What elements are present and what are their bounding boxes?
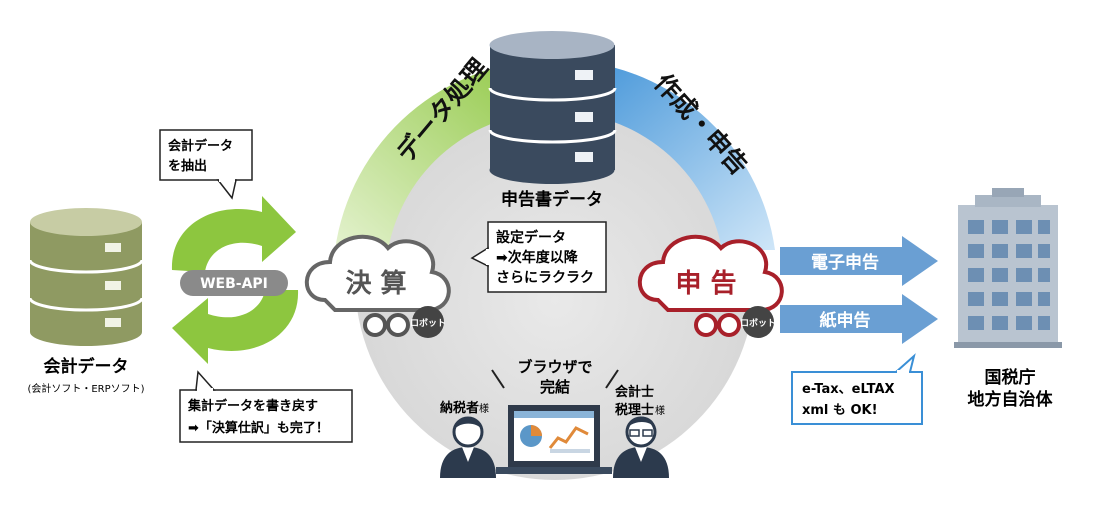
- ray-right: [605, 369, 619, 389]
- filing-robot-icon: ロボット 申 告: [637, 234, 784, 338]
- etax-line-1: e-Tax、eLTAX: [802, 382, 895, 397]
- web-api-label: WEB-API: [200, 276, 268, 292]
- closing-robot-badge: ロボット: [410, 317, 446, 329]
- building-caption-2: 地方自治体: [968, 389, 1054, 410]
- browser-line-1: ブラウザで: [517, 358, 592, 376]
- taxpayer-suffix: 様: [479, 402, 489, 415]
- closing-robot-icon: ロボット 決 算: [304, 234, 451, 338]
- ray-left: [491, 369, 505, 389]
- accountant-suffix: 様: [655, 404, 665, 417]
- taxpayer-person-icon: [440, 416, 496, 478]
- tax-return-data-caption: 申告書データ: [501, 189, 603, 210]
- browser-line-2: 完結: [540, 378, 570, 396]
- electronic-filing-arrow: [780, 236, 938, 286]
- tax-return-database-icon: [488, 31, 617, 184]
- writeback-bubble: 集計データを書き戻す ➡「決算仕訳」も完了！: [179, 370, 353, 443]
- etax-bubble: e-Tax、eLTAX xml も OK!: [791, 353, 923, 425]
- settings-line-2: ➡次年度以降: [496, 249, 579, 266]
- web-api-pill: [180, 270, 288, 296]
- taxpayer-label: 納税者: [440, 400, 479, 416]
- closing-robot-label: 決 算: [345, 268, 406, 299]
- building-caption-1: 国税庁: [985, 367, 1036, 388]
- accountant-label-1: 会計士: [615, 384, 654, 400]
- extract-data-bubble: 会計データ を抽出: [159, 129, 253, 200]
- electronic-filing-label: 電子申告: [811, 252, 879, 273]
- government-building-icon: [954, 188, 1062, 348]
- accountant-person-icon: [613, 416, 669, 478]
- paper-filing-arrow: [780, 294, 938, 344]
- laptop-icon: [496, 405, 612, 474]
- filing-robot-label: 申 告: [675, 269, 736, 299]
- accounting-data-subcaption: (会計ソフト・ERPソフト): [27, 382, 144, 395]
- extract-line-2: を抽出: [168, 158, 207, 174]
- settings-data-bubble: 設定データ ➡次年度以降 さらにラクラク: [470, 221, 607, 293]
- accounting-data-caption: 会計データ: [44, 356, 129, 377]
- accountant-label-2: 税理士: [615, 402, 654, 418]
- settings-line-3: さらにラクラク: [496, 270, 594, 286]
- filing-robot-badge: ロボット: [740, 317, 776, 329]
- settings-line-1: 設定データ: [496, 229, 566, 246]
- sync-cycle-arrows-icon: [171, 196, 299, 364]
- extract-line-1: 会計データ: [168, 138, 233, 154]
- paper-filing-label: 紙申告: [820, 310, 871, 331]
- etax-line-2: xml も OK!: [802, 403, 878, 418]
- writeback-line-2: ➡「決算仕訳」も完了！: [188, 420, 329, 436]
- accounting-database-icon: [28, 208, 144, 346]
- writeback-line-1: 集計データを書き戻す: [187, 398, 318, 414]
